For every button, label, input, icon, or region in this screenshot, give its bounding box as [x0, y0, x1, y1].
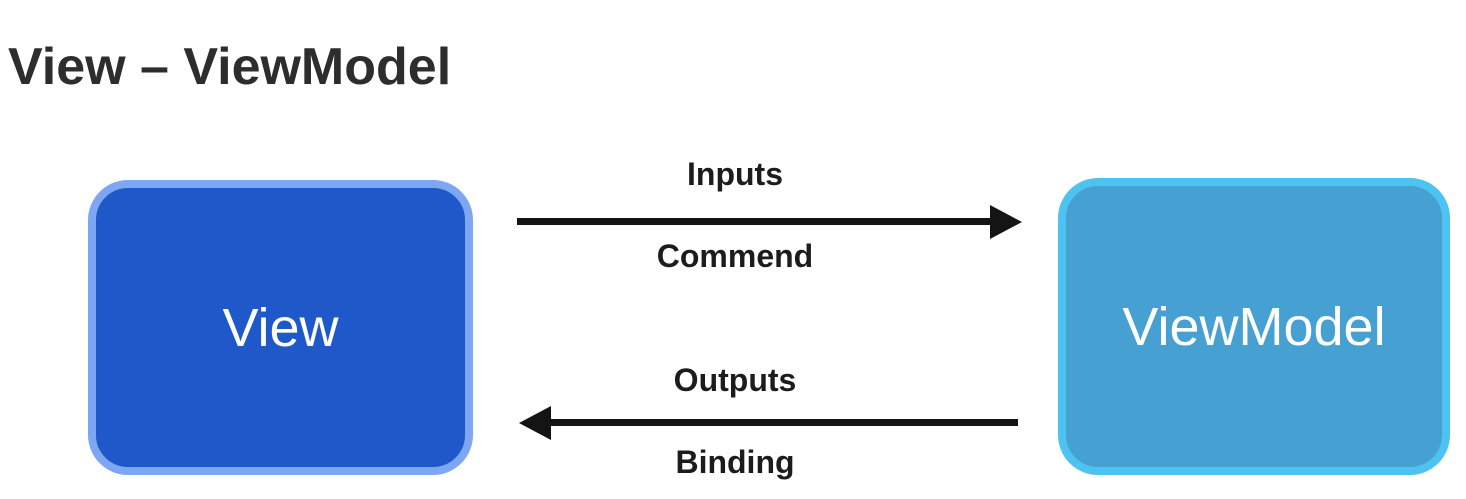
- arrow-bottom-label-below: Binding: [675, 444, 795, 480]
- node-view: View: [88, 180, 473, 475]
- node-viewmodel-label: ViewModel: [1122, 296, 1386, 357]
- arrow-bottom-label-above: Outputs: [673, 362, 797, 398]
- arrow-top-label-below: Commend: [656, 238, 814, 274]
- page-title: View – ViewModel: [8, 37, 452, 96]
- arrow-right-line: [517, 218, 992, 225]
- arrow-left-line: [549, 419, 1018, 426]
- node-viewmodel: ViewModel: [1058, 178, 1450, 475]
- arrow-top-label-above: Inputs: [687, 156, 783, 192]
- arrow-right-head-icon: [990, 205, 1022, 239]
- arrow-left-head-icon: [519, 406, 551, 440]
- node-view-label: View: [222, 297, 339, 358]
